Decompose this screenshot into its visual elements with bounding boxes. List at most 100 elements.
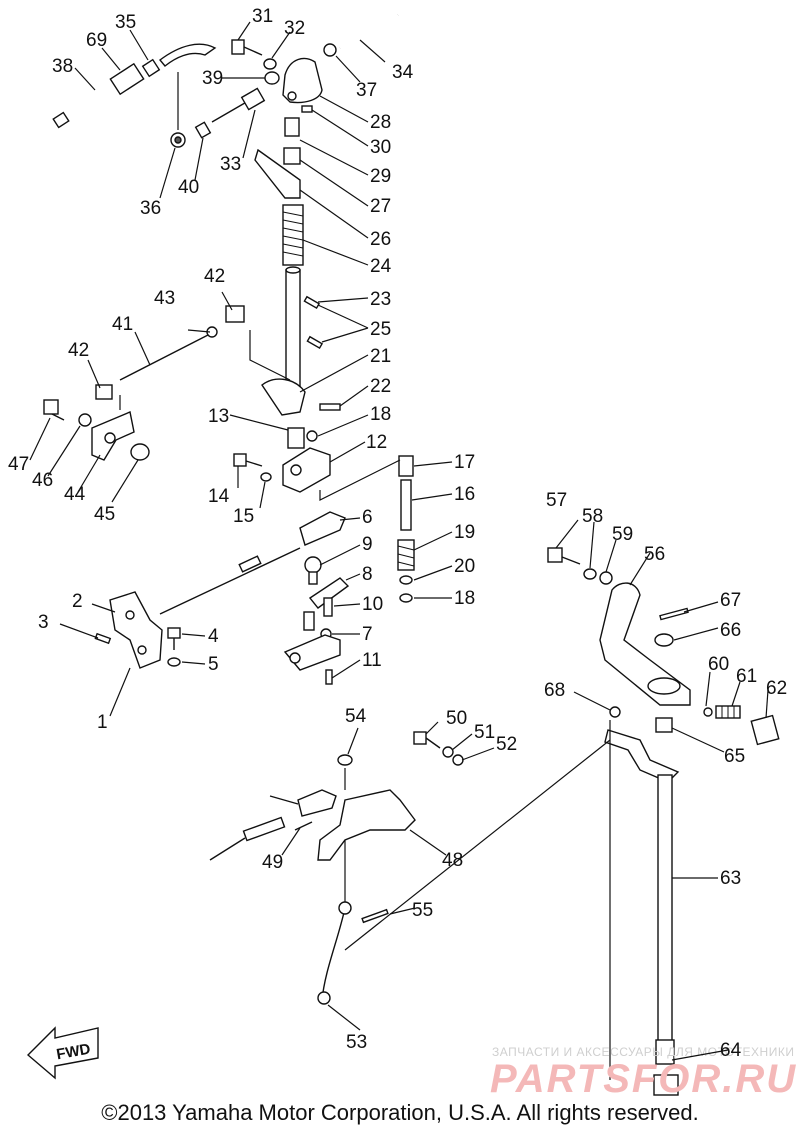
part-21-cam xyxy=(261,378,306,416)
callout-59: 59 xyxy=(612,524,633,545)
right-link-group xyxy=(547,547,780,1096)
callout-54: 54 xyxy=(345,706,367,727)
callout-60: 60 xyxy=(708,654,729,675)
callout-13: 13 xyxy=(208,406,229,427)
callout-50: 50 xyxy=(446,708,467,729)
callout-52: 52 xyxy=(496,734,517,755)
fwd-arrow-label: FWD xyxy=(55,1041,92,1064)
lower-left-bracket xyxy=(94,547,301,669)
callout-14: 14 xyxy=(208,486,230,507)
watermark-logo: PARTSFOR.RU xyxy=(490,1057,797,1101)
part-22-pin xyxy=(319,403,341,411)
callout-26: 26 xyxy=(370,229,391,250)
part-35-collar xyxy=(141,58,161,78)
part-53-rod xyxy=(321,907,346,1001)
leader-lines xyxy=(29,21,769,1061)
left-bracket-group xyxy=(43,305,245,461)
callout-16: 16 xyxy=(454,484,475,505)
watermark-tagline: ЗАПЧАСТИ И АКСЕССУАРЫ ДЛЯ МОТОТЕХНИКИ xyxy=(492,1045,794,1059)
part-48-bracket xyxy=(317,789,416,861)
part-27-arm xyxy=(254,148,301,199)
part-41-rod xyxy=(119,334,209,381)
part-9-knob xyxy=(304,556,322,574)
part-62-plug xyxy=(750,714,780,746)
part-55-pin xyxy=(361,908,389,924)
callout-20: 20 xyxy=(454,556,475,577)
part-29-bushing xyxy=(284,117,300,137)
callout-47: 47 xyxy=(8,454,29,475)
callout-35: 35 xyxy=(115,12,136,33)
callout-24: 24 xyxy=(370,256,392,277)
part-14-bolt xyxy=(233,453,263,467)
callout-29: 29 xyxy=(370,166,391,187)
part-54-washer xyxy=(337,754,353,766)
part-65-bushing xyxy=(655,717,673,733)
callout-63: 63 xyxy=(720,868,741,889)
part-50-bolt xyxy=(413,731,441,749)
callout-27: 27 xyxy=(370,196,391,217)
callout-25: 25 xyxy=(370,319,391,340)
part-23-shaft xyxy=(285,269,301,391)
callout-4: 4 xyxy=(208,626,219,647)
callout-18b: 18 xyxy=(454,588,475,609)
copyright-notice: ©2013 Yamaha Motor Corporation, U.S.A. A… xyxy=(101,1100,699,1125)
part-11-pin xyxy=(325,669,333,685)
part-2-bracket xyxy=(109,591,163,669)
part-20-washer xyxy=(399,575,413,585)
callout-15: 15 xyxy=(233,506,254,527)
part-6-joint xyxy=(299,511,346,546)
callout-10: 10 xyxy=(362,594,383,615)
part-58-washer xyxy=(583,568,597,580)
callout-46: 46 xyxy=(32,470,53,491)
part-38-bolt xyxy=(52,83,116,129)
callout-36: 36 xyxy=(140,198,161,219)
callout-68: 68 xyxy=(544,680,565,701)
part-4-bolt xyxy=(167,627,181,650)
part-19-spring xyxy=(397,539,415,571)
part-40-nut xyxy=(194,121,212,139)
callout-1: 1 xyxy=(97,712,108,733)
callout-44: 44 xyxy=(64,484,86,505)
callout-22: 22 xyxy=(370,376,391,397)
part-45-bushing xyxy=(130,443,150,461)
callout-51: 51 xyxy=(474,722,495,743)
callout-31: 31 xyxy=(252,6,273,27)
callout-69: 69 xyxy=(86,30,107,51)
callout-67: 67 xyxy=(720,590,741,611)
part-42-rod-end-upper xyxy=(225,305,245,323)
part-47-bolt xyxy=(43,399,65,421)
callout-55: 55 xyxy=(412,900,433,921)
callout-9: 9 xyxy=(362,534,373,555)
callout-6: 6 xyxy=(362,507,373,528)
callout-11: 11 xyxy=(362,650,382,671)
part-52-nut xyxy=(452,754,464,766)
part-63-rod xyxy=(657,774,673,1046)
part-49-pin xyxy=(294,821,313,831)
callout-66: 66 xyxy=(720,620,741,641)
callout-32: 32 xyxy=(284,18,305,39)
part-3-screw xyxy=(94,632,112,645)
part-36-joint xyxy=(170,132,186,148)
callout-28: 28 xyxy=(370,112,391,133)
fwd-arrow: FWD xyxy=(26,1026,99,1080)
part-56-lever xyxy=(599,582,691,706)
callout-53: 53 xyxy=(346,1032,367,1053)
callout-39: 39 xyxy=(202,68,223,89)
part-17-collar xyxy=(398,455,414,477)
part-69-sleeve xyxy=(109,62,145,96)
part-59-washer xyxy=(599,571,613,585)
callout-38: 38 xyxy=(52,56,73,77)
part-66-washer xyxy=(654,633,674,647)
part-60-ball xyxy=(703,707,713,717)
part-68-clip xyxy=(609,706,621,718)
upper-linkage xyxy=(52,13,415,685)
callout-37: 37 xyxy=(356,80,377,101)
part-8-arm xyxy=(308,577,350,609)
part-32-washer xyxy=(263,58,277,70)
callout-18a: 18 xyxy=(370,404,391,425)
callout-49: 49 xyxy=(262,852,283,873)
callout-12: 12 xyxy=(366,432,387,453)
callout-19: 19 xyxy=(454,522,475,543)
callout-56: 56 xyxy=(644,544,665,565)
part-64-nut xyxy=(653,1074,679,1096)
